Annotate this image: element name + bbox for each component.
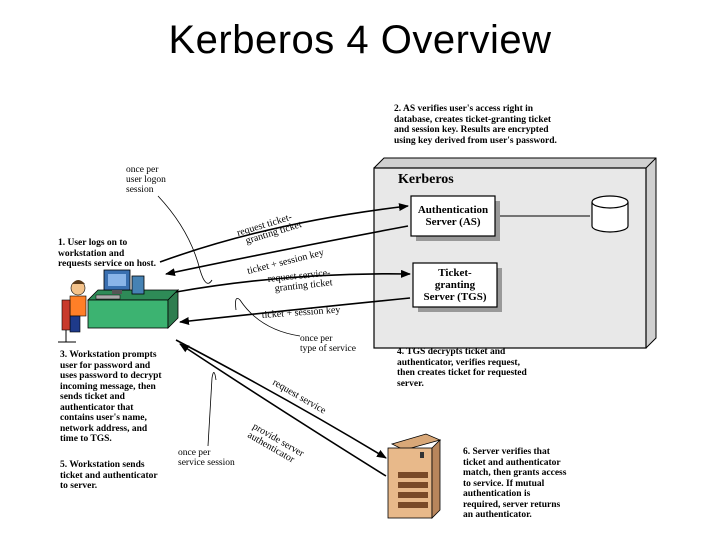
- kerberos-label: Kerberos: [398, 172, 454, 187]
- label-provide-authenticator: provide server authenticator: [246, 421, 308, 469]
- database-icon: [591, 195, 629, 233]
- authentication-server-box: [410, 195, 500, 241]
- arrow-request-service: [175, 339, 387, 459]
- arrow-request-tgt: [159, 203, 409, 263]
- tgs-box: [412, 262, 502, 312]
- service-session-pointer: [207, 372, 217, 447]
- service-type-pointer: [235, 297, 301, 337]
- note-step-5: 5. Workstation sends ticket and authenti…: [60, 460, 158, 491]
- as-label: Authentication Server (AS): [417, 204, 489, 228]
- note-step-1: 1. User logs on to workstation and reque…: [58, 238, 156, 269]
- label-ticket-session-key-2: ticket + session key: [261, 305, 340, 321]
- note-step-2: 2. AS verifies user's access right in da…: [394, 104, 557, 146]
- arrow-request-sgt: [175, 269, 411, 293]
- label-request-sgt: request service- granting ticket: [267, 267, 334, 295]
- label-request-tgt: request ticket- granting ticket: [236, 210, 304, 249]
- tgs-label: Ticket- granting Server (TGS): [423, 267, 487, 303]
- logon-session-pointer: [157, 195, 213, 284]
- label-request-service: request service: [271, 377, 329, 417]
- freq-service-type: once per type of service: [300, 334, 356, 354]
- freq-service-session: once per service session: [178, 448, 235, 468]
- arrow-ticket-session-key-2: [179, 297, 411, 326]
- freq-logon-session: once per user logon session: [126, 165, 166, 195]
- note-step-4: 4. TGS decrypts ticket and authenticator…: [397, 347, 527, 389]
- slide-title: Kerberos 4 Overview: [168, 18, 552, 62]
- arrow-provide-authenticator: [179, 343, 387, 477]
- user-workstation-icon: [58, 269, 179, 343]
- note-step-6: 6. Server verifies that ticket and authe…: [463, 447, 567, 520]
- arrow-ticket-session-key-1: [165, 225, 409, 277]
- note-step-3: 3. Workstation prompts user for password…: [60, 350, 162, 444]
- server-icon: [387, 433, 442, 519]
